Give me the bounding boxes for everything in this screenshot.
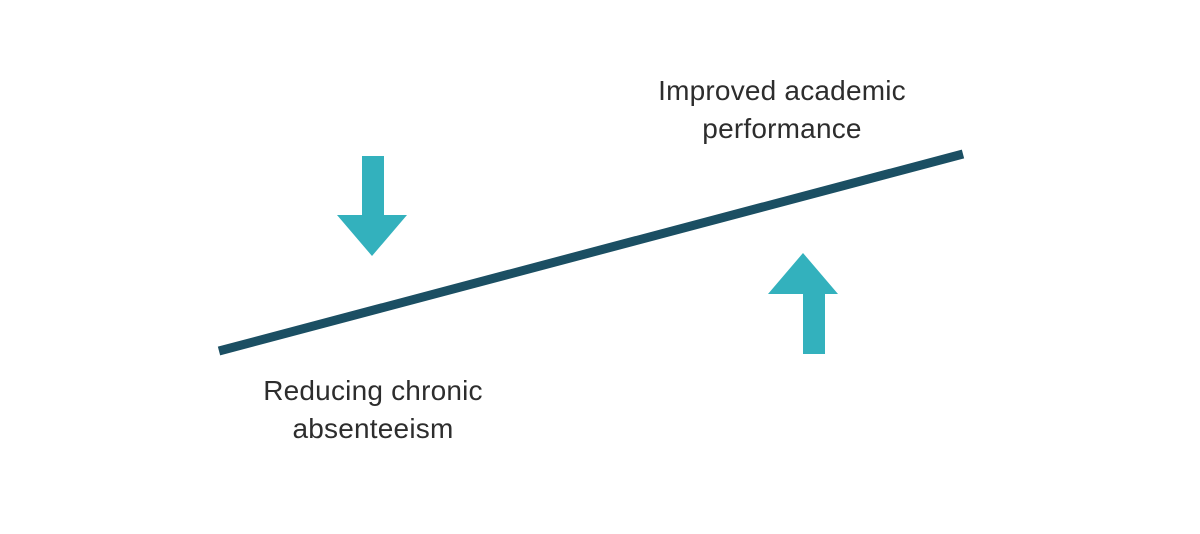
bottom-label-line-1: Reducing chronic xyxy=(263,375,483,406)
arrow-down-icon xyxy=(337,156,407,256)
arrow-up-icon xyxy=(768,253,838,354)
bottom-label-line-2: absenteeism xyxy=(292,413,454,444)
top-label: Improved academic performance xyxy=(600,72,964,148)
top-label-line-2: performance xyxy=(702,113,862,144)
bottom-label: Reducing chronic absenteeism xyxy=(214,372,532,448)
balance-beam xyxy=(217,149,965,356)
top-label-line-1: Improved academic xyxy=(658,75,906,106)
